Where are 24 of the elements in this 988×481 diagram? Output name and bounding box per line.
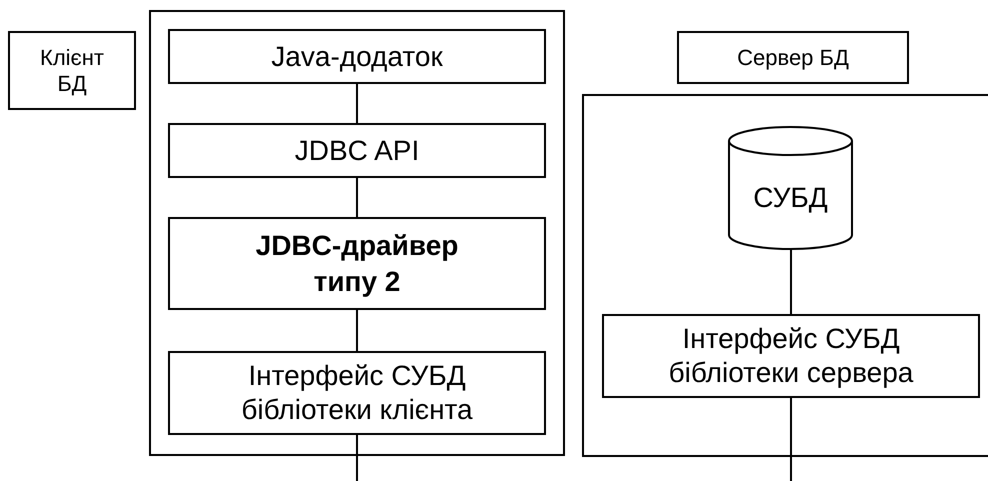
connector-line [790,250,792,314]
node-text: JDBC-драйвер типу 2 [254,228,460,299]
container-box [149,10,565,456]
process-box [602,314,980,398]
label-box [8,31,136,110]
connector-line [356,435,358,481]
database-cylinder [728,126,853,250]
label-box [677,31,909,84]
connector-line [356,84,358,123]
process-box [168,123,546,178]
node-text: Інтерфейс СУБД бібліотеки клієнта [240,359,474,427]
node-text: Клієнт БД [39,44,105,96]
node-text: Сервер БД [736,44,850,70]
process-box [168,351,546,435]
container-box [582,94,988,457]
node-text: СУБД [752,182,829,214]
process-box [168,29,546,84]
connector-line [356,178,358,217]
process-box [168,217,546,310]
connector-line [356,310,358,351]
node-text: Java-додаток [270,40,444,72]
connector-line [790,398,792,481]
node-text: JDBC API [294,134,420,166]
node-text: Інтерфейс СУБД бібліотеки сервера [668,322,914,390]
